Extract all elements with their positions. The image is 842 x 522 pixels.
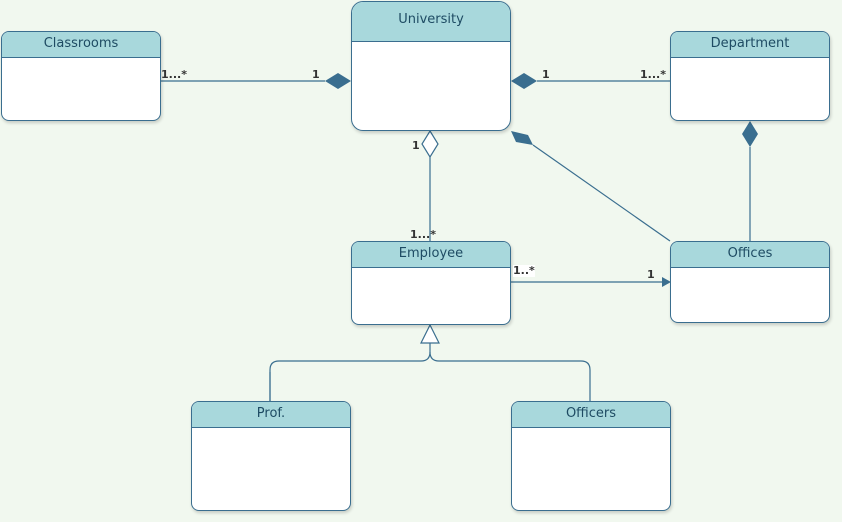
class-employee[interactable]: Employee [351, 241, 511, 325]
class-department[interactable]: Department [670, 31, 830, 121]
edge-officers-employee-path[interactable] [429, 351, 591, 401]
arrowhead-icon [662, 277, 671, 287]
class-prof[interactable]: Prof. [191, 401, 351, 511]
class-employee-name: Employee [352, 242, 510, 268]
aggregation-diamond-icon [421, 129, 439, 159]
class-classrooms[interactable]: Classrooms [1, 31, 161, 121]
class-offices[interactable]: Offices [670, 241, 830, 323]
generalization-triangle-icon [420, 323, 440, 344]
class-prof-name: Prof. [192, 402, 350, 428]
edge-university-offices[interactable] [532, 144, 671, 242]
class-university-name: University [352, 2, 510, 42]
multiplicity-offices-end: 1 [647, 268, 655, 281]
multiplicity-classrooms-end: 1...* [161, 68, 187, 81]
class-officers[interactable]: Officers [511, 401, 671, 511]
composition-diamond-icon [742, 121, 758, 147]
edge-prof-employee-path[interactable] [269, 343, 431, 401]
composition-diamond-icon [511, 131, 533, 145]
multiplicity-employee-end: 1..* [513, 264, 535, 277]
multiplicity-university-end: 1 [312, 68, 320, 81]
class-classrooms-name: Classrooms [2, 32, 160, 58]
composition-diamond-icon [325, 73, 351, 89]
class-offices-name: Offices [671, 242, 829, 268]
class-university[interactable]: University [351, 1, 511, 131]
class-officers-name: Officers [512, 402, 670, 428]
multiplicity-university-end: 1 [412, 139, 420, 152]
composition-diamond-icon [511, 73, 537, 89]
multiplicity-university-end: 1 [542, 68, 550, 81]
class-department-name: Department [671, 32, 829, 58]
multiplicity-employee-end: 1...* [410, 228, 436, 241]
multiplicity-department-end: 1...* [640, 68, 666, 81]
